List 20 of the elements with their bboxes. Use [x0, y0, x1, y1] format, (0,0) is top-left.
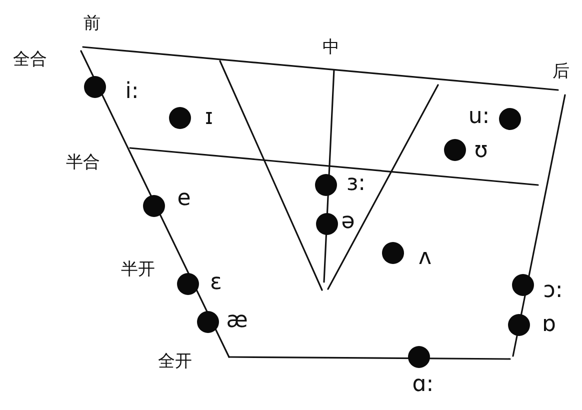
vowel-symbol: ɑ: [412, 374, 434, 396]
back-label: 后 [552, 64, 570, 80]
front-label: 前 [84, 16, 100, 32]
vowel-symbol: æ [226, 310, 248, 332]
vowel-symbol: ʊ [474, 140, 488, 162]
vowel-symbol: u: [468, 106, 490, 128]
vowel-symbol: e [177, 188, 191, 210]
vowel-symbol: ʌ [418, 247, 432, 269]
vowel-symbol: ɜ: [346, 173, 366, 195]
vowel-symbol: ɔ: [543, 280, 563, 302]
central-label: 中 [322, 40, 340, 56]
close-mid-label: 半合 [66, 154, 100, 172]
open-label: 全开 [158, 354, 192, 370]
vowel-symbol: ə [341, 211, 355, 233]
vowel-symbol: i: [125, 81, 139, 103]
open-mid-label: 半开 [121, 262, 155, 278]
vowel-symbol: ɪ [204, 107, 214, 129]
close-label: 全合 [13, 52, 47, 68]
vowel-symbol: ɒ [542, 314, 556, 336]
vowel-symbol: ɛ [210, 272, 222, 294]
